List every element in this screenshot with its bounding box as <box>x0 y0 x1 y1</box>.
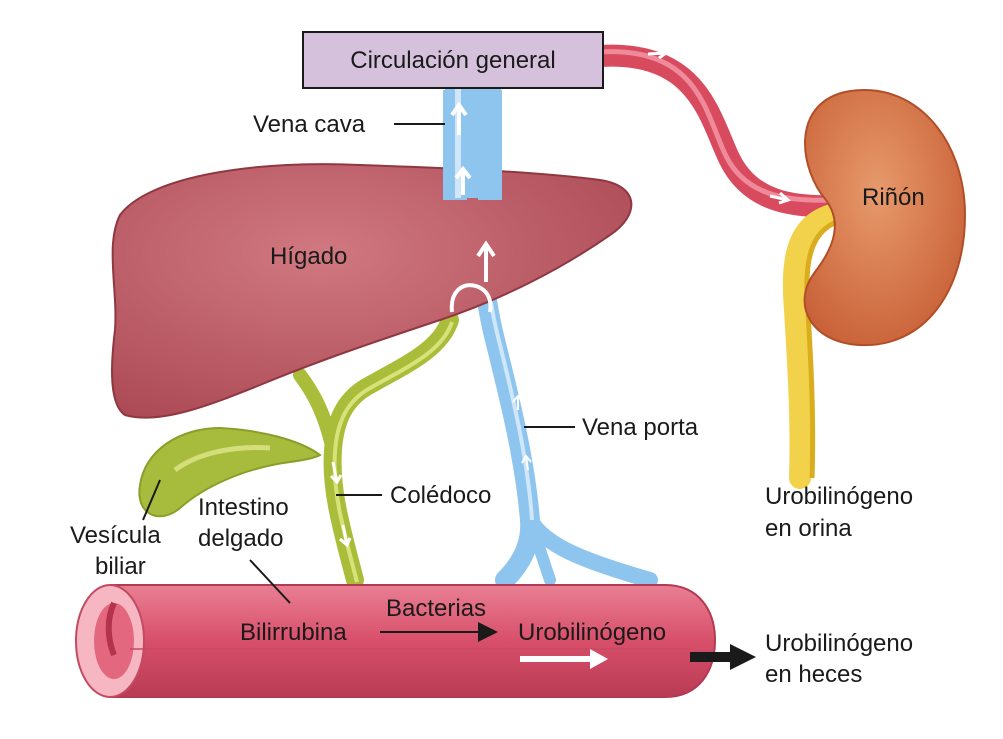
intestine <box>75 584 717 698</box>
vena-cava <box>443 88 502 200</box>
heces-label-2: en heces <box>765 661 862 688</box>
heces-label-1: Urobilinógeno <box>765 630 913 657</box>
liver-up-arrow <box>476 240 496 282</box>
ureter <box>782 201 861 489</box>
renal-artery-highlight <box>599 49 851 203</box>
kidney <box>803 89 967 347</box>
kidney-label: Riñón <box>862 184 925 211</box>
intestino-leader <box>249 559 291 604</box>
intestino-label-1: Intestino <box>198 494 289 521</box>
vesicula-label-1: Vesícula <box>70 522 161 549</box>
feces-black-arrow <box>690 644 756 670</box>
vesicula-label-2: biliar <box>95 553 146 580</box>
bile-duct <box>293 311 459 589</box>
urobilinogeno-label: Urobilinógeno <box>518 619 666 646</box>
circulation-label: Circulación general <box>350 47 555 74</box>
vesicula-leader <box>142 479 161 521</box>
intestino-label-2: delgado <box>198 525 283 552</box>
bilirrubina-label: Bilirrubina <box>240 619 347 646</box>
vena-porta-label: Vena porta <box>582 414 699 441</box>
coledoco-label: Colédoco <box>390 482 491 509</box>
liver-label: Hígado <box>270 243 347 270</box>
renal-artery-arrow-2 <box>769 191 791 205</box>
bacterias-label: Bacterias <box>386 595 486 622</box>
renal-artery-arrow-1 <box>647 46 669 60</box>
circulation-box <box>302 31 604 89</box>
orina-label-2: en orina <box>765 515 852 542</box>
vena-cava-label: Vena cava <box>253 111 366 138</box>
liver-curved-arrow <box>449 283 493 313</box>
urobilinogen-white-arrow <box>520 649 608 669</box>
orina-label-1: Urobilinógeno <box>765 483 913 510</box>
